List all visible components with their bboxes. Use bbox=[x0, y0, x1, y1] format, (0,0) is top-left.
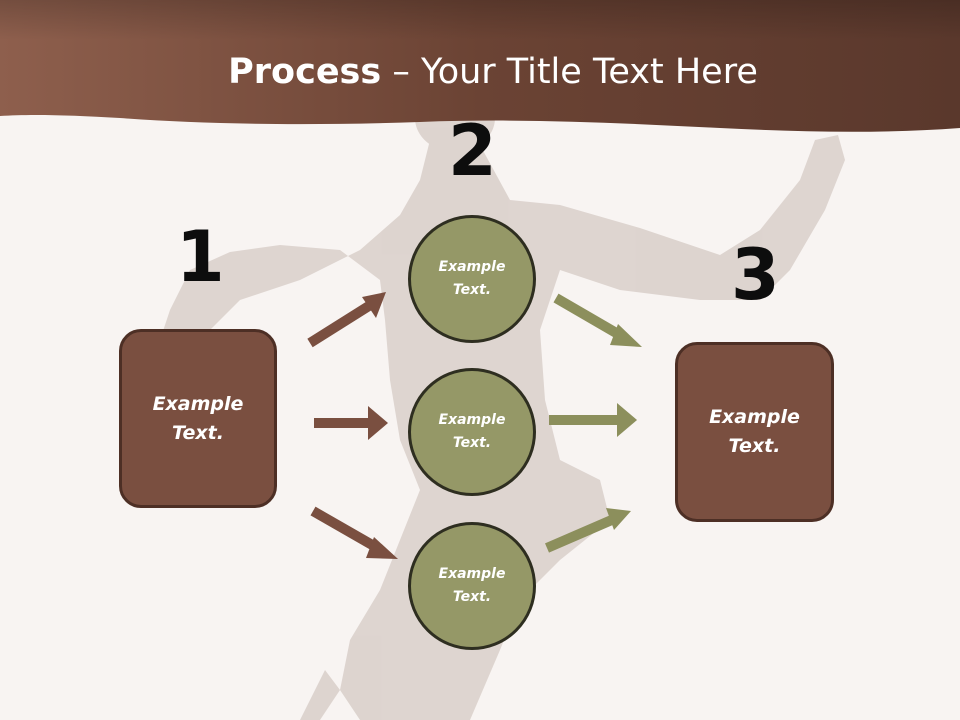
process-circle-2-text: Example Text. bbox=[438, 412, 506, 451]
step-number-3: 3 bbox=[731, 234, 780, 316]
step-number-2: 2 bbox=[448, 110, 497, 192]
title-rest: – Your Title Text Here bbox=[381, 52, 758, 92]
process-box-3: Example Text. bbox=[675, 342, 834, 522]
process-circle-2: Example Text. bbox=[408, 368, 536, 496]
process-box-1: Example Text. bbox=[119, 329, 277, 508]
step-number-1: 1 bbox=[176, 216, 225, 298]
process-circle-1-text: Example Text. bbox=[438, 259, 506, 298]
slide-title: Process – Your Title Text Here bbox=[0, 52, 960, 92]
process-circle-3: Example Text. bbox=[408, 522, 536, 650]
process-circle-1: Example Text. bbox=[408, 215, 536, 343]
title-bold: Process bbox=[228, 52, 382, 92]
process-box-3-text: Example Text. bbox=[709, 406, 800, 457]
process-circle-3-text: Example Text. bbox=[438, 566, 506, 605]
process-box-1-text: Example Text. bbox=[152, 392, 244, 444]
